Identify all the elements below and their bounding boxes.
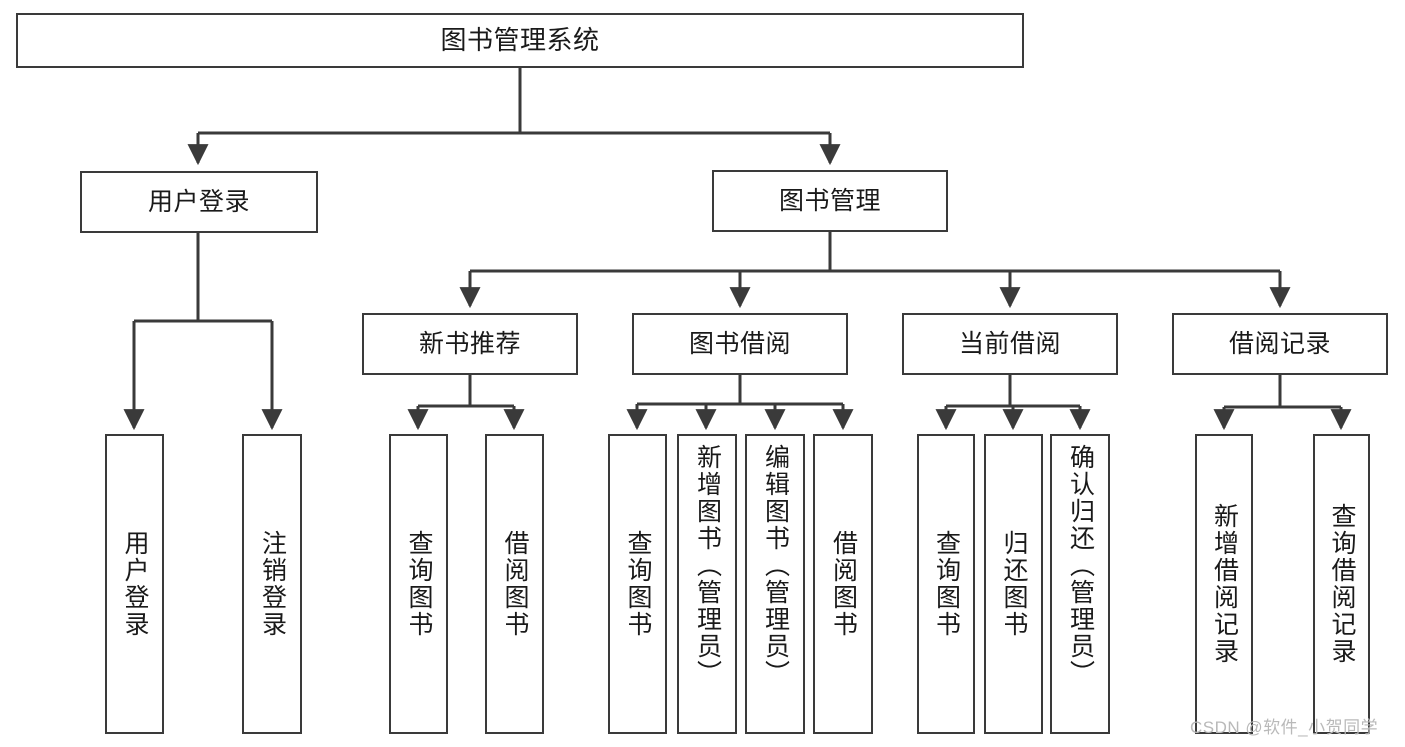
node-current-borrow[interactable]: 当前借阅	[902, 313, 1118, 375]
node-label: 编辑图书（管理员）	[761, 444, 790, 687]
node-book-management[interactable]: 图书管理	[712, 170, 948, 232]
leaf-return-book[interactable]: 归还图书	[984, 434, 1043, 734]
watermark-text: CSDN @软件_小贺同学	[1190, 718, 1379, 737]
node-label: 借阅记录	[1228, 329, 1331, 358]
node-new-book-recommend[interactable]: 新书推荐	[362, 313, 578, 375]
node-label: 用户登录	[147, 187, 250, 216]
node-label: 查询图书	[405, 530, 433, 638]
node-label: 借阅图书	[501, 530, 529, 638]
leaf-user-login[interactable]: 用户登录	[105, 434, 164, 734]
leaf-add-book[interactable]: 新增图书（管理员）	[677, 434, 737, 734]
node-label: 图书管理	[778, 186, 881, 215]
node-label: 查询借阅记录	[1328, 503, 1356, 665]
leaf-confirm-return[interactable]: 确认归还（管理员）	[1050, 434, 1110, 734]
leaf-borrow-book[interactable]: 借阅图书	[813, 434, 873, 734]
node-root-system[interactable]: 图书管理系统	[16, 13, 1024, 68]
leaf-query-borrow-record[interactable]: 查询借阅记录	[1313, 434, 1370, 734]
node-label: 新增借阅记录	[1210, 503, 1239, 665]
node-label: 新书推荐	[418, 329, 521, 358]
node-label: 新增图书（管理员）	[693, 444, 722, 687]
leaf-query-book-current[interactable]: 查询图书	[917, 434, 975, 734]
node-borrow-record[interactable]: 借阅记录	[1172, 313, 1388, 375]
node-label: 归还图书	[1000, 530, 1028, 638]
leaf-logout-login[interactable]: 注销登录	[242, 434, 302, 734]
node-label: 用户登录	[121, 530, 149, 638]
leaf-query-book-recommend[interactable]: 查询图书	[389, 434, 448, 734]
node-user-login[interactable]: 用户登录	[80, 171, 318, 233]
node-label: 查询图书	[932, 530, 961, 638]
node-book-borrow[interactable]: 图书借阅	[632, 313, 848, 375]
node-label: 图书借阅	[688, 329, 791, 358]
node-label: 图书管理系统	[440, 25, 600, 56]
node-label: 确认归还（管理员）	[1066, 444, 1095, 687]
node-label: 借阅图书	[829, 530, 858, 638]
node-label: 当前借阅	[958, 329, 1061, 358]
node-label: 注销登录	[258, 530, 287, 638]
leaf-add-borrow-record[interactable]: 新增借阅记录	[1195, 434, 1253, 734]
node-label: 查询图书	[624, 530, 652, 638]
leaf-borrow-book-recommend[interactable]: 借阅图书	[485, 434, 544, 734]
leaf-edit-book[interactable]: 编辑图书（管理员）	[745, 434, 805, 734]
leaf-query-book-borrow[interactable]: 查询图书	[608, 434, 667, 734]
